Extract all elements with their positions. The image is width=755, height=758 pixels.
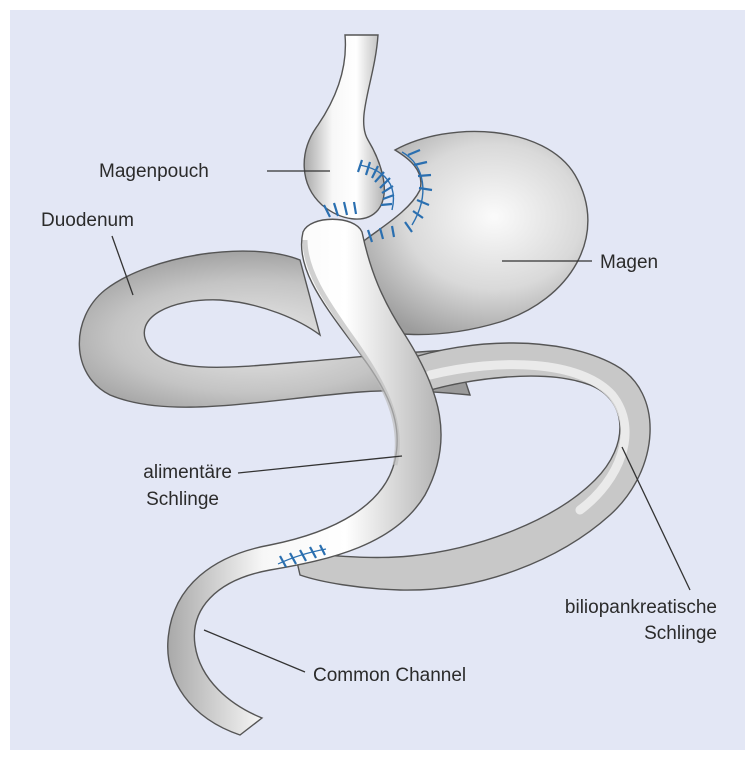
label-biliopankreatische-line2: Schlinge — [644, 623, 717, 644]
label-alimentaere-line2: Schlinge — [146, 489, 219, 510]
label-common-channel: Common Channel — [313, 665, 466, 686]
label-biliopankreatische-line1: biliopankreatische — [565, 597, 717, 618]
label-magen: Magen — [600, 252, 658, 273]
label-alimentaere-line1: alimentäre — [143, 462, 232, 483]
label-magenpouch: Magenpouch — [99, 161, 209, 182]
label-duodenum: Duodenum — [41, 210, 134, 231]
